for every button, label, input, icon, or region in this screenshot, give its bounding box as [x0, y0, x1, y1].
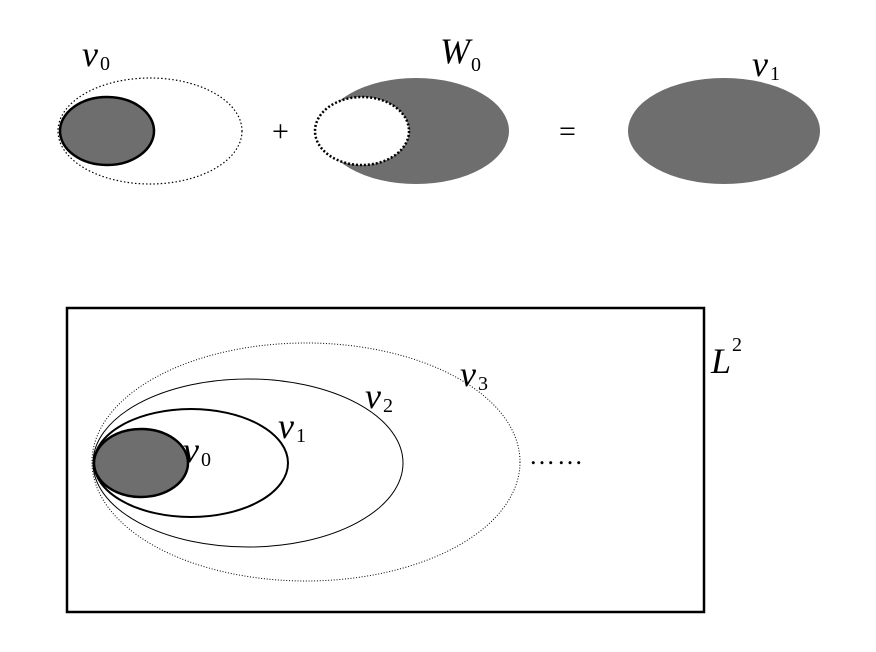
l2-superscript: 2 — [732, 334, 742, 356]
v1-subscript: 1 — [770, 63, 780, 85]
bottom-v2-subscript: 2 — [383, 395, 393, 417]
plus-operator: + — [272, 115, 289, 148]
continuation-ellipsis: …… — [529, 441, 585, 470]
equals-operator: = — [559, 115, 576, 148]
bottom-v0-symbol: ν — [183, 430, 199, 470]
w0-panel: W0 — [313, 31, 509, 184]
bottom-v3-symbol: ν — [460, 354, 476, 394]
v0-filled-ellipse-bottom — [92, 427, 190, 499]
w0-hole-ellipse — [313, 95, 411, 167]
v0-filled-ellipse — [58, 95, 156, 167]
bottom-v0-subscript: 0 — [201, 449, 211, 471]
l2-symbol: L — [710, 341, 731, 381]
w0-subscript: 0 — [471, 54, 481, 76]
v0-symbol: ν — [82, 34, 98, 74]
bottom-v2-symbol: ν — [365, 376, 381, 416]
w0-symbol: W — [440, 31, 473, 71]
l2-label: L2 — [710, 334, 742, 381]
bottom-v1-subscript: 1 — [296, 425, 306, 447]
v0-subscript: 0 — [100, 53, 110, 75]
l2-space-frame — [65, 306, 706, 614]
v1-symbol: ν — [752, 44, 768, 84]
v0-outer-dotted-ellipse — [57, 77, 243, 185]
bottom-v3-subscript: 3 — [478, 373, 488, 395]
v3-dotted-ellipse — [91, 342, 521, 582]
bottom-v1-symbol: ν — [278, 406, 294, 446]
v1-filled-ellipse — [628, 78, 820, 184]
w0-label: W0 — [440, 31, 481, 76]
